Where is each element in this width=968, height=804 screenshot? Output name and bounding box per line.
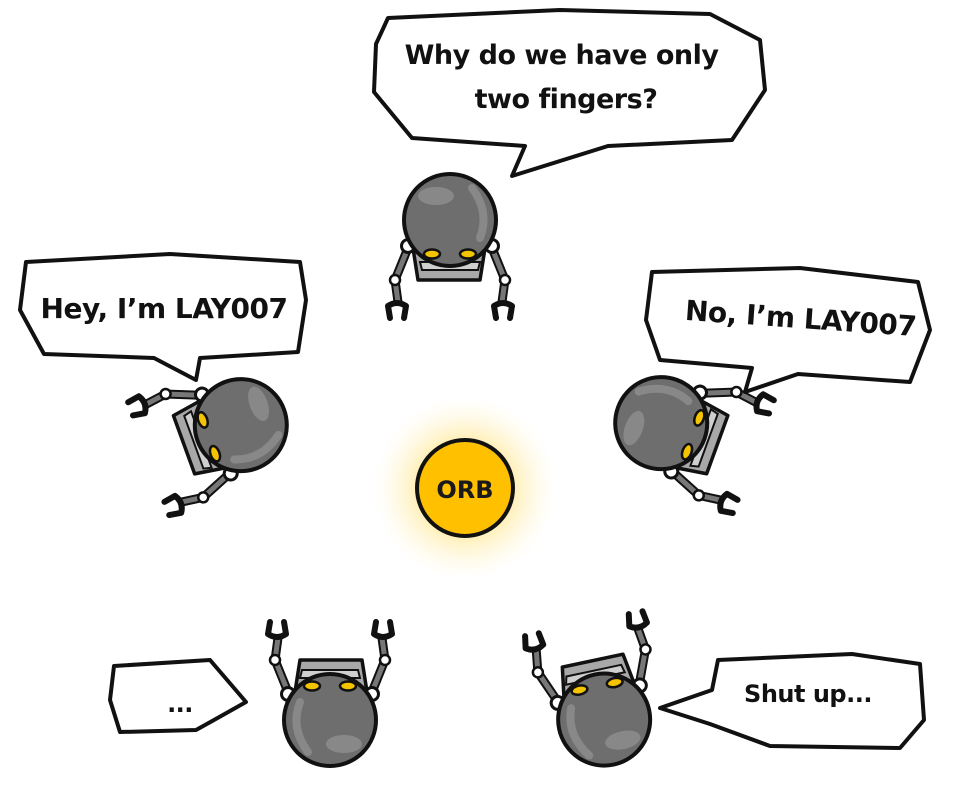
speech-bubble-bottom-right-shape [658, 652, 926, 750]
robot-bottom-left-figure [268, 622, 392, 766]
robot-bottom-left [268, 622, 392, 766]
orb-label: ORB [436, 476, 493, 504]
speech-bubble-right: No, I’m LAY007 [644, 266, 932, 394]
speech-text-top: Why do we have only two fingers? [405, 40, 728, 115]
speech-bubble-left-shape [18, 252, 308, 382]
speech-bubble-left: Hey, I’m LAY007 [18, 252, 308, 382]
robot-bottom-right [523, 611, 674, 778]
speech-text-bottom-right: Shut up... [744, 680, 872, 708]
robot-left-figure [127, 351, 305, 517]
robot-right [597, 349, 775, 515]
speech-text-bottom-left: ... [167, 690, 193, 718]
robot-right-figure [597, 349, 775, 515]
speech-bubble-bottom-right: Shut up... [658, 652, 926, 750]
speech-bubble-top-shape [372, 8, 767, 178]
orb-core [415, 438, 515, 538]
speech-text-left: Hey, I’m LAY007 [41, 292, 288, 325]
orb: ORB [373, 396, 557, 580]
speech-bubble-bottom-left-shape [108, 658, 248, 734]
robot-bottom-right-figure [523, 611, 674, 778]
speech-bubble-bottom-left: ... [108, 658, 248, 734]
speech-bubble-right-shape [644, 266, 932, 394]
speech-top-line-1: Why do we have only [405, 40, 720, 71]
speech-bubble-top: Why do we have only two fingers? [372, 8, 767, 178]
robot-top [388, 174, 512, 318]
robot-left [127, 351, 305, 517]
speech-top-line-2: two fingers? [475, 84, 658, 115]
robot-top-figure [388, 174, 512, 318]
